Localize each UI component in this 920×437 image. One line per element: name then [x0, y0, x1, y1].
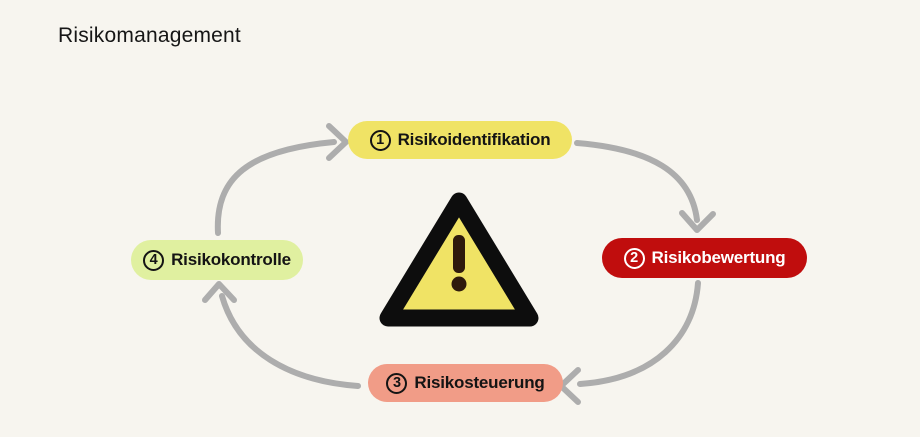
- step-number-badge: 3: [386, 372, 408, 394]
- arrow-identifikation-to-bewertung: [574, 140, 700, 223]
- exclamation-mark: [451, 235, 467, 292]
- page-title: Risikomanagement: [58, 24, 241, 47]
- step-risikokontrolle: 4 Risikokontrolle: [131, 240, 303, 280]
- step-number-badge: 1: [369, 129, 391, 151]
- arrowhead-right-icon: [326, 123, 349, 161]
- arrowhead-up-icon: [202, 281, 237, 303]
- arrowhead-left-icon: [558, 367, 581, 405]
- step-label: Risikokontrolle: [171, 250, 291, 269]
- step-label: Risikobewertung: [651, 248, 786, 267]
- step-number-badge: 2: [623, 247, 645, 269]
- step-label: Risikoidentifikation: [397, 130, 551, 149]
- step-risikobewertung: 2 Risikobewertung: [602, 238, 807, 278]
- step-risikoidentifikation: 1 Risikoidentifikation: [348, 121, 572, 159]
- warning-triangle-icon: [379, 192, 539, 327]
- arrow-kontrolle-to-identifikation: [214, 139, 337, 236]
- arrow-group: [202, 123, 716, 405]
- arrowhead-down-icon: [679, 210, 716, 233]
- arrow-bewertung-to-steuerung: [577, 280, 701, 387]
- step-risikosteuerung: 3 Risikosteuerung: [368, 364, 563, 402]
- step-label: Risikosteuerung: [414, 373, 545, 392]
- arrow-steuerung-to-kontrolle: [219, 293, 361, 389]
- exclamation-dot: [451, 276, 467, 292]
- step-number-badge: 4: [143, 249, 165, 271]
- exclamation-bar: [453, 235, 465, 273]
